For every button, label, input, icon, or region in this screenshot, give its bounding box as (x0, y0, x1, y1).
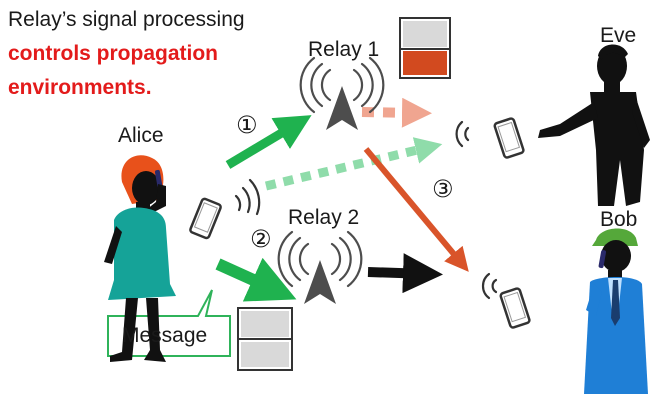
eve-figure (538, 44, 650, 206)
relay1-label: Relay 1 (308, 38, 380, 61)
bob-label: Bob (600, 208, 638, 231)
caption-line-1: Relay’s signal processing (8, 8, 245, 31)
arrow-relay2-to-bob (367, 253, 443, 294)
step-2-marker: ② (250, 225, 272, 253)
relay2-label: Relay 2 (288, 206, 360, 229)
eve-signal-waves (455, 120, 470, 148)
arrow-alice-to-relay1 (225, 115, 312, 169)
alice-phone-icon (189, 197, 222, 240)
relay1-buffer-icon (399, 17, 451, 79)
relay2-antenna-icon (277, 230, 363, 304)
bob-phone-icon (499, 287, 531, 329)
arrow-alice-to-relay2 (215, 257, 297, 302)
step-1-marker: ① (236, 111, 258, 139)
alice-signal-waves (234, 178, 261, 216)
alice-figure (104, 155, 176, 362)
relay2-buffer-icon (237, 307, 293, 371)
alice-label: Alice (118, 124, 164, 147)
dotted-arrow-alice-to-eve (264, 137, 443, 191)
arrow-relay1-to-bob (363, 147, 469, 272)
caption-line-3: environments. (8, 76, 152, 99)
bob-signal-waves (481, 272, 498, 300)
eve-label: Eve (600, 24, 637, 47)
message-label: Message (122, 324, 208, 347)
eve-phone-icon (493, 117, 525, 159)
step-3-marker: ③ (432, 175, 454, 203)
caption-line-2: controls propagation (8, 42, 218, 65)
relay1-antenna-icon (299, 56, 385, 130)
bob-figure (584, 228, 648, 394)
